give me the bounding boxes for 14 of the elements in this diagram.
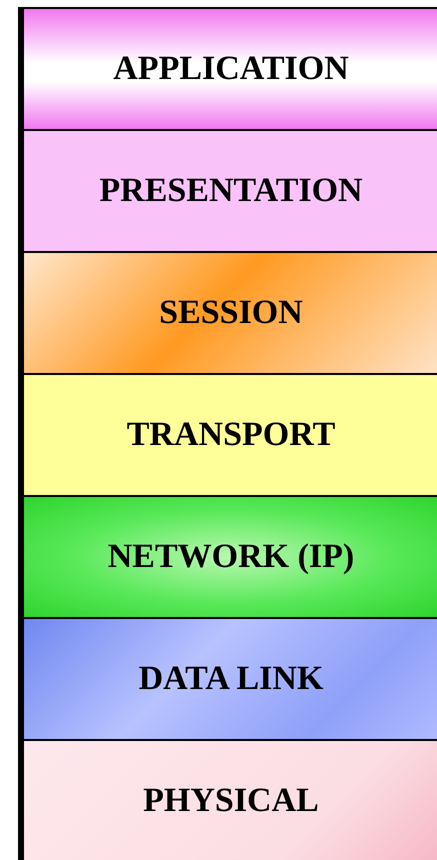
- layer-band: [24, 495, 437, 617]
- layer-band: [24, 9, 437, 129]
- layer-label: TRANSPORT: [126, 416, 336, 454]
- layer-label: PRESENTATION: [99, 172, 363, 210]
- layer-band: [24, 373, 437, 495]
- layer-band: [24, 251, 437, 373]
- layer-label: DATA LINK: [138, 660, 324, 698]
- layer-label: SESSION: [159, 294, 303, 332]
- layer-band: [24, 129, 437, 251]
- layer-band: [24, 617, 437, 739]
- layer-label: APPLICATION: [113, 50, 349, 88]
- layer-label: PHYSICAL: [143, 782, 319, 820]
- layer-band: [24, 739, 437, 860]
- layer-label: NETWORK (IP): [108, 538, 354, 576]
